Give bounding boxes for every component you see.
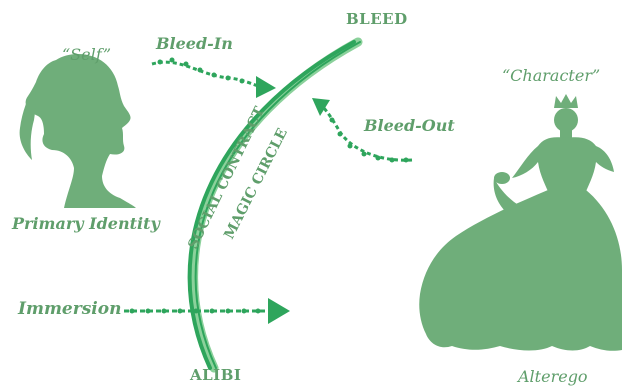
bleed-label: BLEED (346, 12, 408, 27)
alibi-label: ALIBI (190, 368, 241, 383)
bleed-out-label: Bleed-Out (364, 118, 455, 134)
bleed-in-label: Bleed-In (156, 36, 233, 52)
alterego-label: Alterego (518, 369, 588, 385)
self-label: “Self” (62, 47, 111, 63)
immersion-label: Immersion (18, 301, 121, 318)
immersion-arrow (124, 298, 290, 324)
primary-identity-label: Primary Identity (12, 216, 160, 232)
self-silhouette-icon (20, 54, 136, 208)
bleed-in-arrow (152, 58, 276, 99)
character-label: “Character” (502, 68, 600, 84)
